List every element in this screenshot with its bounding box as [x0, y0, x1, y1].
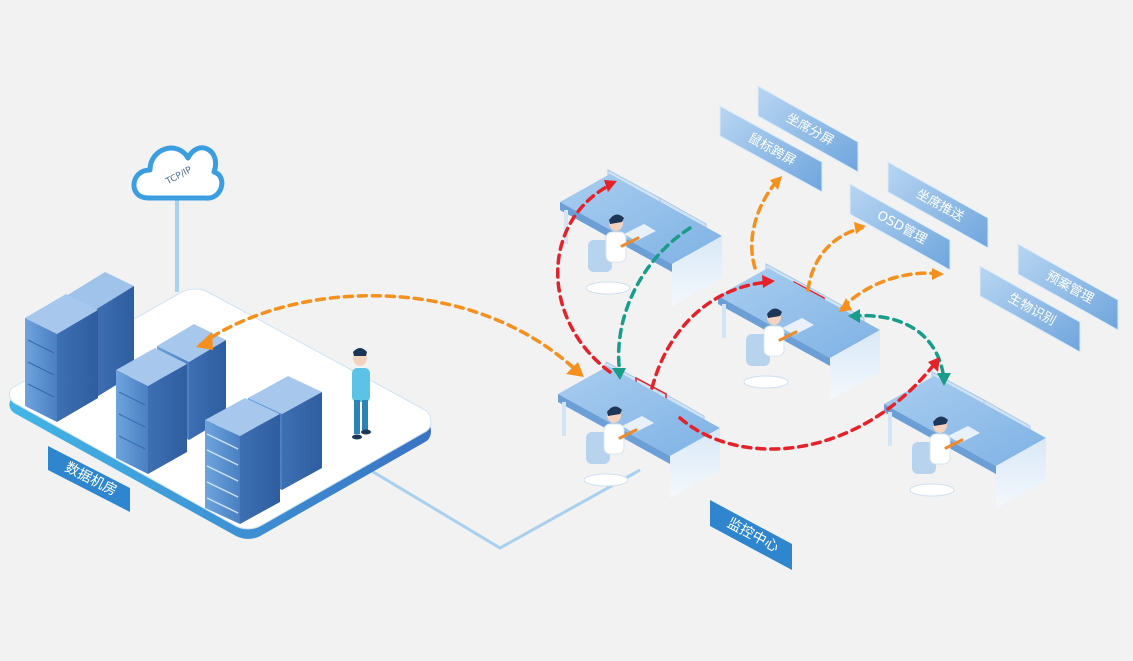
- cloud-icon: TCP/IP: [131, 145, 225, 201]
- network-lines: [175, 200, 641, 550]
- arrow-orange-osd: [806, 226, 864, 292]
- arrow-orange-datacenter-link: [198, 293, 580, 374]
- workstation-center-left: [558, 361, 720, 498]
- workstation-middle: [718, 263, 880, 400]
- server-rack-middle-front: [116, 348, 187, 474]
- server-stack-front: [205, 398, 280, 524]
- workstation-right: [884, 371, 1046, 508]
- feature-panel-seat-push: 坐席推送: [887, 161, 989, 249]
- arrow-red-center-to-right: [678, 360, 938, 451]
- arrowheads: [196, 176, 951, 386]
- server-rack-front-left: [25, 294, 98, 422]
- workstation-top-left: [560, 169, 722, 306]
- arrow-red-center-to-middle: [650, 280, 772, 390]
- arrow-teal-middle-to-right: [850, 313, 946, 382]
- feature-panel-biometric: 生物识别: [979, 265, 1081, 353]
- operator-person-icon: [352, 348, 371, 440]
- arrow-teal-top-to-center: [616, 226, 692, 376]
- monitor-center-tag: 监控中心: [710, 500, 792, 570]
- arrow-orange-biometric: [840, 271, 942, 310]
- arrow-red-left-vertical: [556, 182, 614, 374]
- arrow-orange-mouse-cross: [750, 178, 780, 270]
